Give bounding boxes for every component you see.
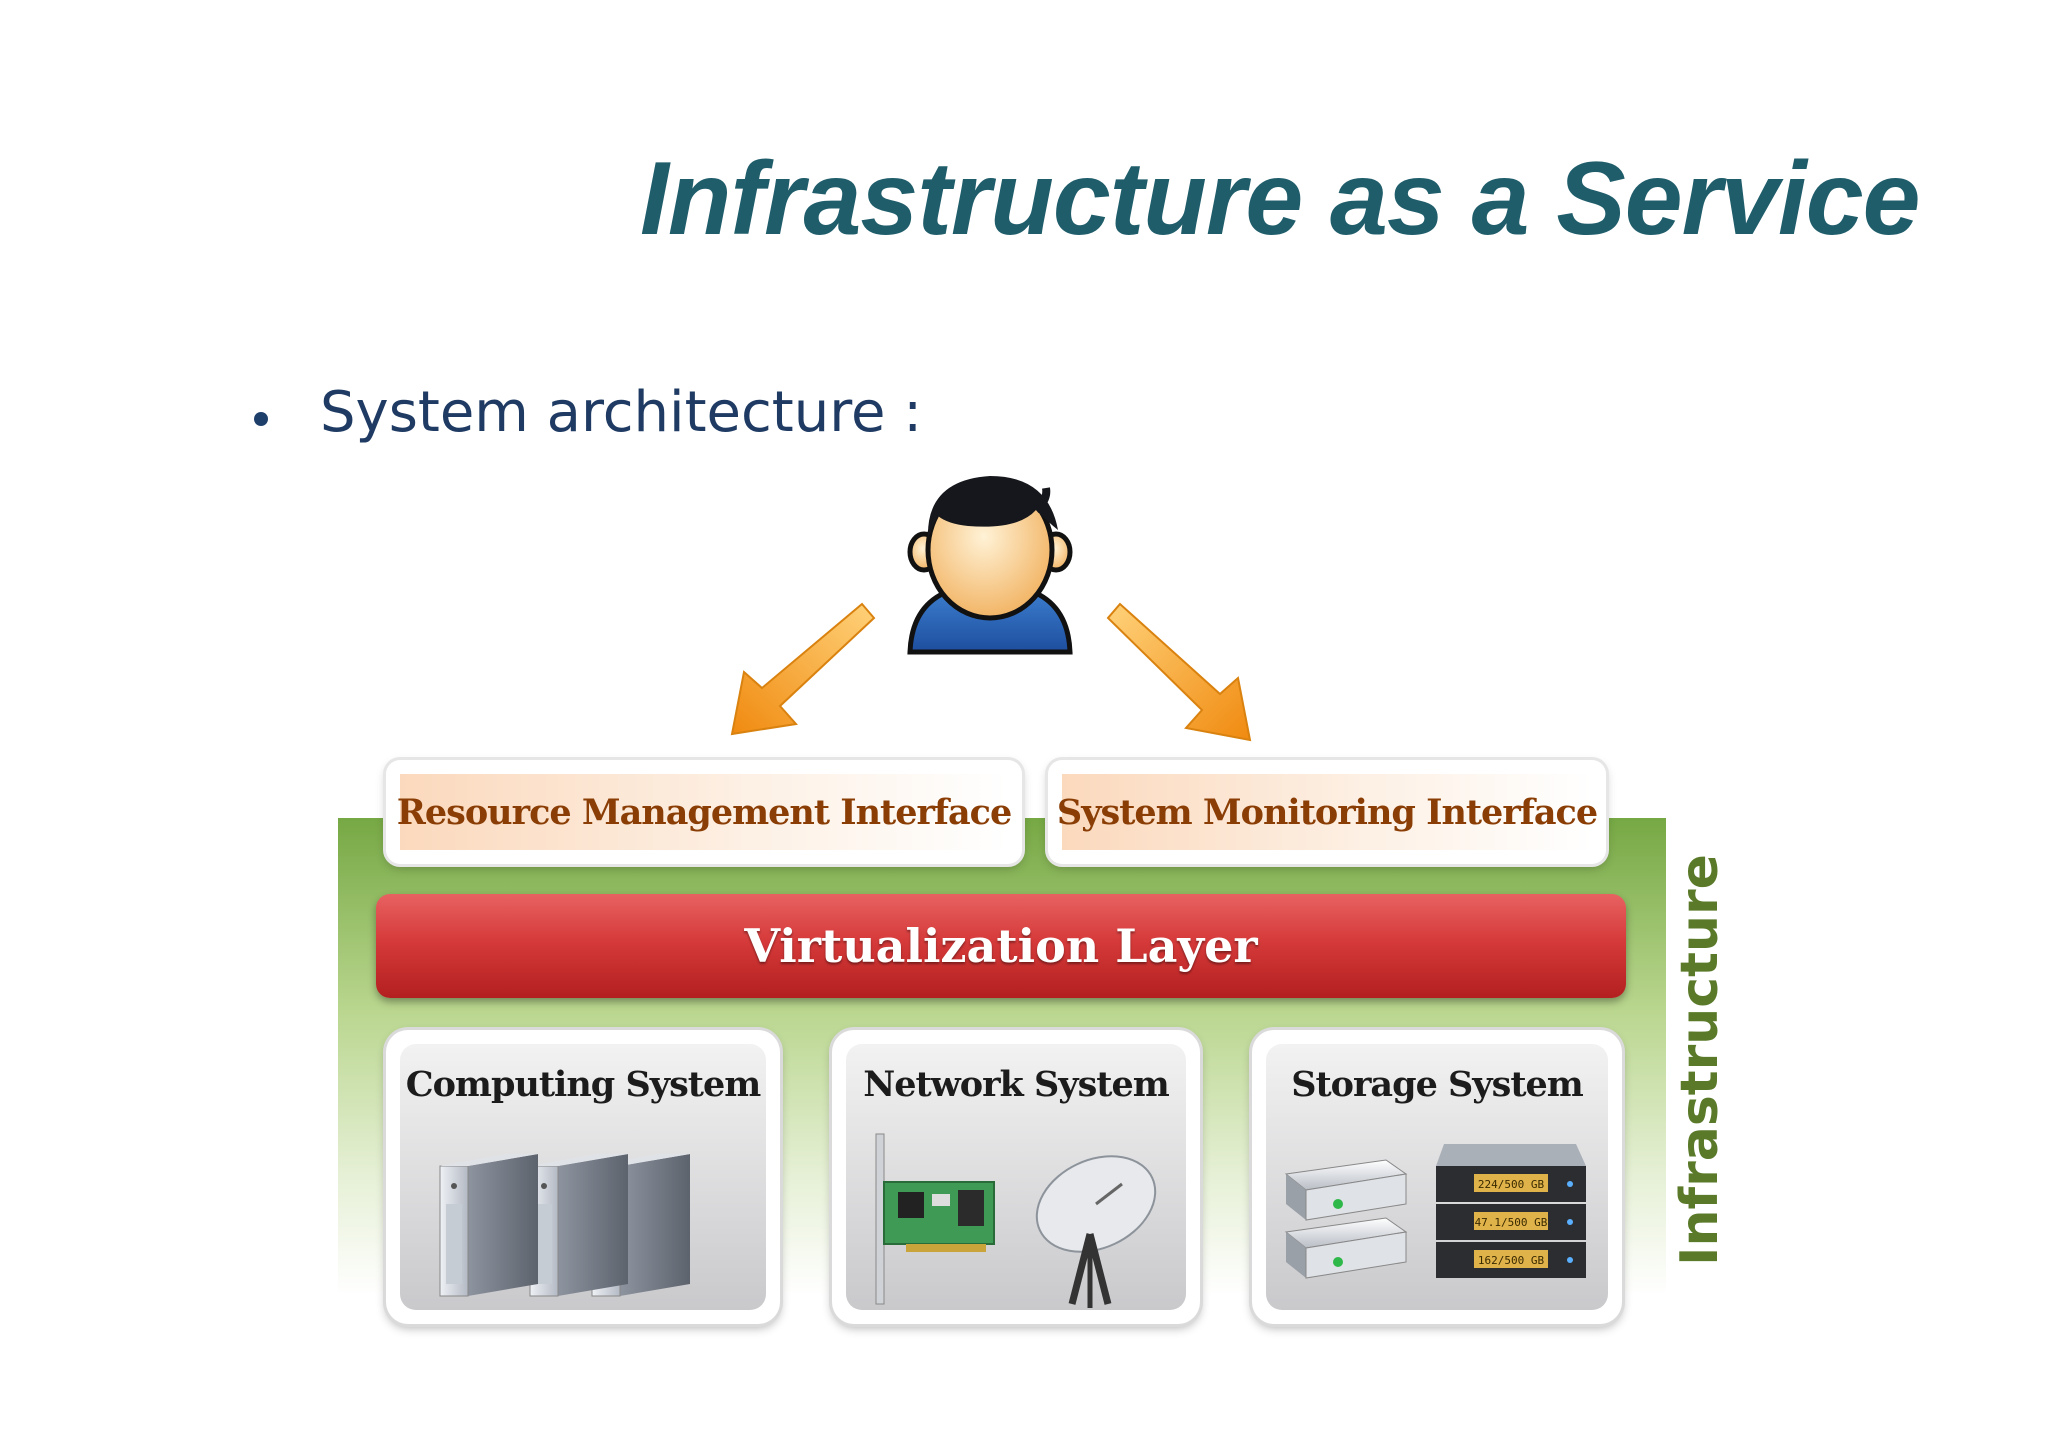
virtualization-layer: Virtualization Layer — [376, 894, 1626, 998]
resource-management-label: Resource Management Interface — [396, 791, 1012, 833]
bullet-dot — [254, 412, 268, 426]
network-card-icon — [875, 1133, 1157, 1308]
computing-system-box: Computing System — [386, 1030, 780, 1324]
resource-management-interface: Resource Management Interface — [386, 760, 1022, 864]
computing-system-label: Computing System — [405, 1064, 762, 1105]
disk-drive-icon — [1284, 1159, 1408, 1279]
user-icon — [907, 476, 1073, 655]
virtualization-label: Virtualization Layer — [744, 919, 1258, 973]
storage-system-label: Storage System — [1291, 1064, 1584, 1105]
storage-readout-2: 47.1/500 GB — [1475, 1216, 1548, 1229]
network-system-label: Network System — [863, 1064, 1170, 1105]
storage-system-box: Storage System — [1252, 1030, 1622, 1324]
slide-title: Infrastructure as a Service — [640, 141, 1920, 257]
system-monitoring-interface: System Monitoring Interface — [1048, 760, 1606, 864]
network-system-box: Network System — [832, 1030, 1200, 1324]
server-icon — [439, 1154, 690, 1297]
system-monitoring-label: System Monitoring Interface — [1056, 791, 1598, 833]
infrastructure-label: Infrastructure — [1670, 854, 1730, 1266]
storage-readout-1: 224/500 GB — [1478, 1178, 1545, 1191]
storage-rack-icon: 224/500 GB 47.1/500 GB 162/500 GB — [1436, 1144, 1586, 1278]
bullet-text: System architecture : — [320, 380, 923, 445]
arrow-left-icon — [730, 602, 876, 736]
arrow-right-icon — [1106, 602, 1252, 742]
storage-icon: 224/500 GB 47.1/500 GB 162/500 GB — [1284, 1144, 1586, 1279]
storage-readout-3: 162/500 GB — [1478, 1254, 1545, 1267]
